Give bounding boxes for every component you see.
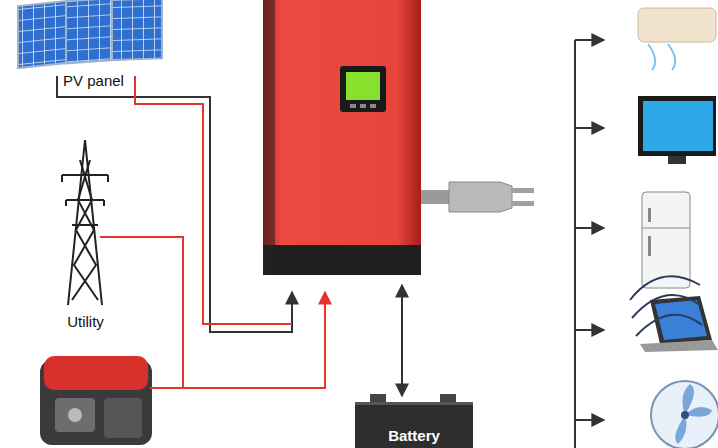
- generator-wire: [150, 292, 325, 388]
- node-label: Utility: [64, 313, 107, 330]
- component-label: Utility: [58, 313, 113, 334]
- solar-panels: [18, 0, 162, 68]
- output-bus: [575, 40, 604, 448]
- component-label: PV panel: [54, 72, 133, 93]
- air-conditioner: [638, 8, 716, 70]
- battery-wire: [401, 285, 403, 396]
- refrigerator: [642, 192, 690, 288]
- node-label: PV panel: [60, 72, 127, 89]
- television: [638, 96, 716, 164]
- node-label: Battery: [388, 427, 440, 444]
- inverter: [263, 0, 421, 275]
- pv-wire: [57, 76, 292, 332]
- fan: [651, 381, 718, 448]
- battery-terminals: [370, 394, 456, 402]
- generator: [40, 356, 152, 445]
- laptop: [640, 296, 718, 352]
- plug: [421, 182, 534, 212]
- utility-tower: [62, 140, 108, 305]
- watermark-logo: [630, 276, 702, 336]
- battery-box: Battery: [355, 402, 473, 448]
